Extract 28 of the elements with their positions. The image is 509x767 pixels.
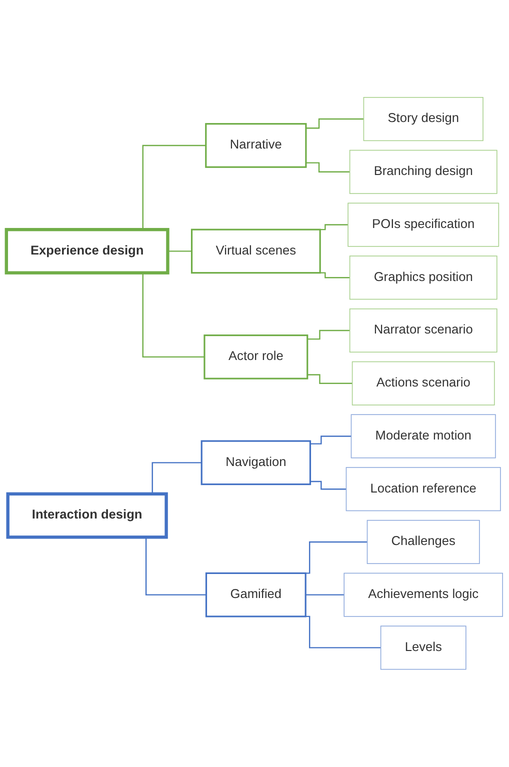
node-box: Achievements logic — [344, 572, 503, 617]
node-box: Levels — [380, 626, 466, 670]
connector — [307, 374, 352, 384]
connector — [306, 118, 364, 129]
connector — [168, 250, 192, 252]
connector — [318, 272, 350, 278]
connector — [306, 162, 350, 173]
node-box: Challenges — [366, 520, 480, 564]
node-box: Navigation — [200, 440, 312, 486]
node-box: Actor role — [204, 334, 308, 380]
node-box: Experience design — [4, 228, 170, 275]
node-box: Interaction design — [6, 492, 168, 539]
node-box: Actions scenario — [352, 361, 495, 406]
connector — [318, 224, 348, 230]
node-box: POIs specification — [348, 202, 500, 247]
node-box: Gamified — [205, 572, 306, 618]
connector — [306, 594, 344, 596]
node-box: Narrator scenario — [349, 308, 498, 353]
node-box: Narrative — [205, 123, 307, 168]
node-box: Location reference — [346, 467, 501, 512]
node-box: Moderate motion — [350, 414, 496, 458]
connector — [310, 481, 346, 490]
node-box: Branching design — [349, 150, 498, 194]
connector — [310, 436, 352, 445]
node-box: Virtual scenes — [190, 228, 321, 274]
node-box: Story design — [363, 97, 484, 142]
node-box: Graphics position — [349, 256, 498, 300]
connector — [307, 330, 350, 340]
